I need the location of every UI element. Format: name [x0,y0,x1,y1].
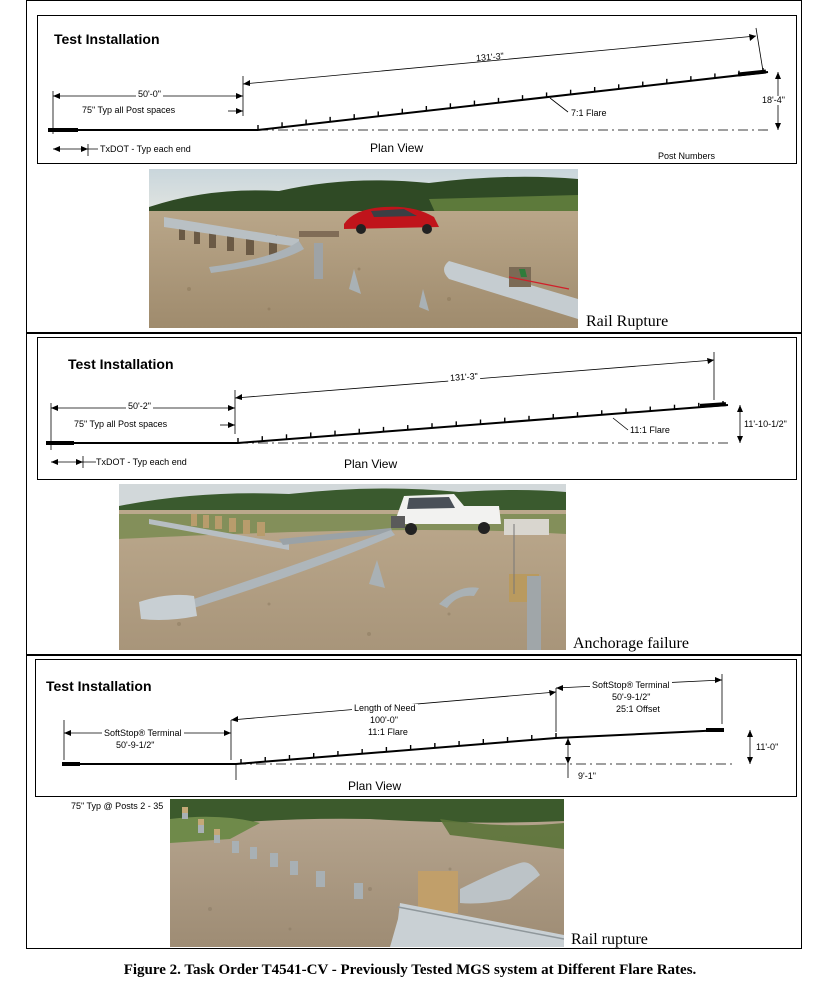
photo-caption-3: Rail rupture [571,931,648,948]
diagram-title: Test Installation [54,31,160,47]
post-spacing-label: 75" Typ all Post spaces [74,419,168,429]
plan-view-label: Plan View [348,779,402,793]
post-spacing-label: 75" Typ all Post spaces [82,105,176,115]
plan-view-diagram-3: Test Installation SoftStop® Terminal 50'… [35,659,797,797]
offset-label: 11'-10-1/2" [744,419,787,429]
plan-view-diagram-1: Test Installation 131'-3" 50'-0" 75" Typ… [37,15,797,164]
plan-view-label: Plan View [344,457,398,471]
offset-label: 18'-4" [762,95,785,105]
offset-mid-label: 9'-1" [578,771,596,781]
photo-caption-1: Rail Rupture [586,313,669,330]
crash-test-photo-3 [170,799,564,947]
right-offset-label: 25:1 Offset [616,704,660,714]
figure-panel-2: Test Installation 131'-3" 50'-2" 75" Typ… [26,333,802,655]
diagram-title: Test Installation [68,356,174,372]
need-length: 100'-0" [370,715,398,725]
post-spacing-label: 75" Typ @ Posts 2 - 35 [71,801,164,811]
section-length-label: 50'-0" [136,89,163,99]
flare-label: 11:1 Flare [630,425,670,435]
right-terminal-length: 50'-9-1/2" [612,692,651,702]
plan-view-drawing-2 [46,352,743,468]
figure-panel-3: Test Installation SoftStop® Terminal 50'… [26,655,802,949]
figure-panel-1: Test Installation 131'-3" 50'-0" 75" Typ… [26,0,802,333]
post-numbers-label: Post Numbers [658,151,716,161]
right-terminal-label: SoftStop® Terminal [590,680,672,690]
photo-caption-2: Anchorage failure [573,635,689,652]
end-note-label: TxDOT - Typ each end [100,144,191,154]
plan-view-drawing-1 [48,27,781,156]
left-terminal-length: 50'-9-1/2" [116,740,155,750]
end-note-label: TxDOT - Typ each end [96,457,187,467]
diagram-title: Test Installation [46,678,152,694]
crash-test-photo-1 [149,169,578,328]
need-label: Length of Need [352,703,418,713]
need-flare: 11:1 Flare [368,727,408,737]
left-terminal-label: SoftStop® Terminal [102,728,184,738]
plan-view-diagram-2: Test Installation 131'-3" 50'-2" 75" Typ… [37,337,797,480]
plan-view-label: Plan View [370,141,424,155]
figure-caption: Figure 2. Task Order T4541-CV - Previous… [123,962,697,978]
flare-label: 7:1 Flare [571,108,607,118]
section-length-label: 50'-2" [126,401,153,411]
crash-test-photo-2 [119,484,566,650]
offset-total-label: 11'-0" [756,742,779,752]
